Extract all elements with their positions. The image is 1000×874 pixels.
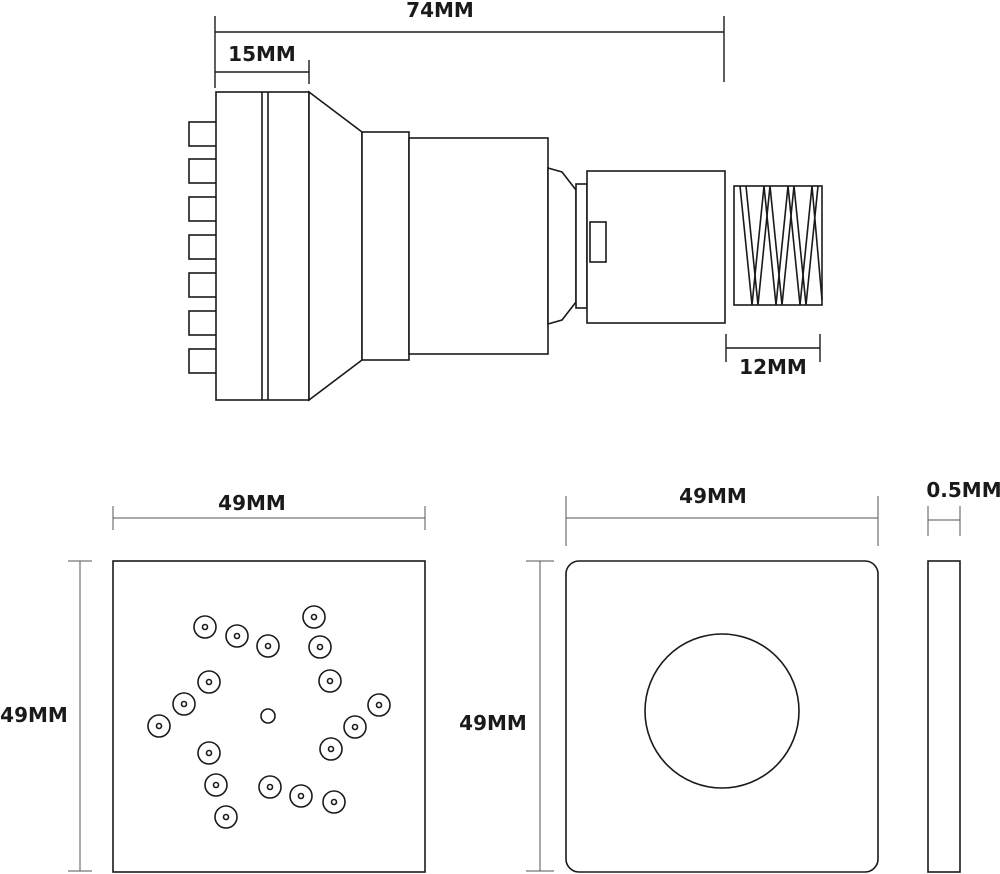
collar xyxy=(361,131,410,361)
head-length-label: 15MM xyxy=(228,42,296,66)
cone-section xyxy=(308,90,363,402)
nozzle-pins xyxy=(188,121,218,374)
center-hole xyxy=(260,708,276,724)
connector-block xyxy=(586,170,726,324)
thickness-label: 0.5MM xyxy=(926,478,1000,502)
nozzle-holes xyxy=(147,605,391,829)
overall-length-dimension: 74MM xyxy=(214,0,725,88)
back-width-label: 49MM xyxy=(679,484,747,508)
front-width-label: 49MM xyxy=(218,491,286,515)
plate-edge xyxy=(927,560,961,873)
body-cylinder xyxy=(408,137,549,355)
thickness-view: 0.5MM xyxy=(926,478,1000,873)
side-view: 74MM 15MM xyxy=(188,0,823,402)
back-height-dimension: 49MM xyxy=(459,560,554,872)
front-view: 49MM 49MM xyxy=(0,491,426,873)
head-length-dimension: 15MM xyxy=(215,42,310,84)
overall-length-label: 74MM xyxy=(406,0,474,22)
front-width-dimension: 49MM xyxy=(112,491,426,530)
front-height-dimension: 49MM xyxy=(0,560,92,872)
thickness-dimension: 0.5MM xyxy=(926,478,1000,536)
threaded-end xyxy=(733,185,823,306)
front-height-label: 49MM xyxy=(0,703,68,727)
back-width-dimension: 49MM xyxy=(565,484,879,546)
back-center-circle xyxy=(644,633,800,789)
back-view: 49MM 49MM xyxy=(459,484,879,873)
neck xyxy=(547,166,588,326)
back-face-plate xyxy=(565,560,879,873)
back-height-label: 49MM xyxy=(459,711,527,735)
head-plate xyxy=(215,91,310,401)
thread-length-label: 12MM xyxy=(739,355,807,379)
thread-length-dimension: 12MM xyxy=(725,334,821,379)
